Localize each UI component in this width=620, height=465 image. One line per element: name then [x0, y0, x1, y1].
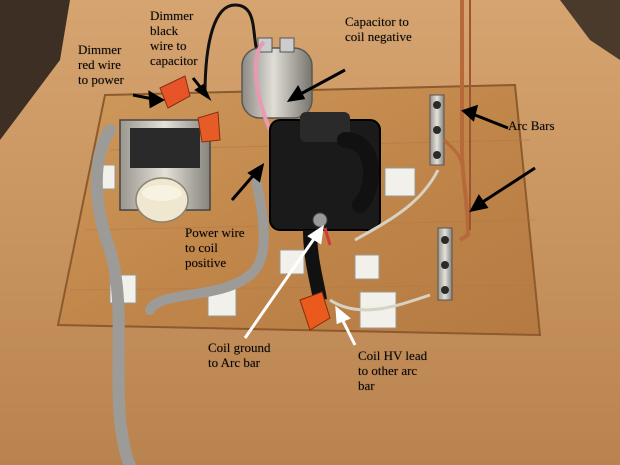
power-cord	[90, 124, 136, 465]
wire-nut-orange-top	[159, 75, 191, 109]
dark-corner-left	[0, 0, 70, 140]
label-arc-bars: Arc Bars	[508, 118, 555, 133]
dark-arrows	[132, 68, 536, 213]
light-arrows	[243, 224, 357, 346]
label-coil-hv-lead: Coil HV lead to other arc bar	[358, 348, 428, 393]
label-coil-ground: Coil ground to Arc bar	[208, 340, 271, 370]
hv-lead-wire	[329, 293, 431, 312]
coil-hv-boot	[299, 291, 331, 331]
label-dimmer-red-wire: Dimmer red wire to power	[78, 42, 124, 87]
wire-nut-orange-right	[197, 111, 221, 143]
label-power-wire: Power wire to coil positive	[185, 225, 245, 270]
dark-corner-right	[560, 0, 620, 60]
dimmer-switch	[119, 119, 211, 223]
label-capacitor: Capacitor to coil negative	[345, 14, 412, 44]
copper-rod	[458, 0, 471, 242]
dimmer-black-wire	[203, 3, 262, 96]
ignition-coil	[269, 112, 381, 302]
capacitor	[241, 37, 313, 119]
label-dimmer-black-wire: Dimmer black wire to capacitor	[150, 8, 198, 68]
